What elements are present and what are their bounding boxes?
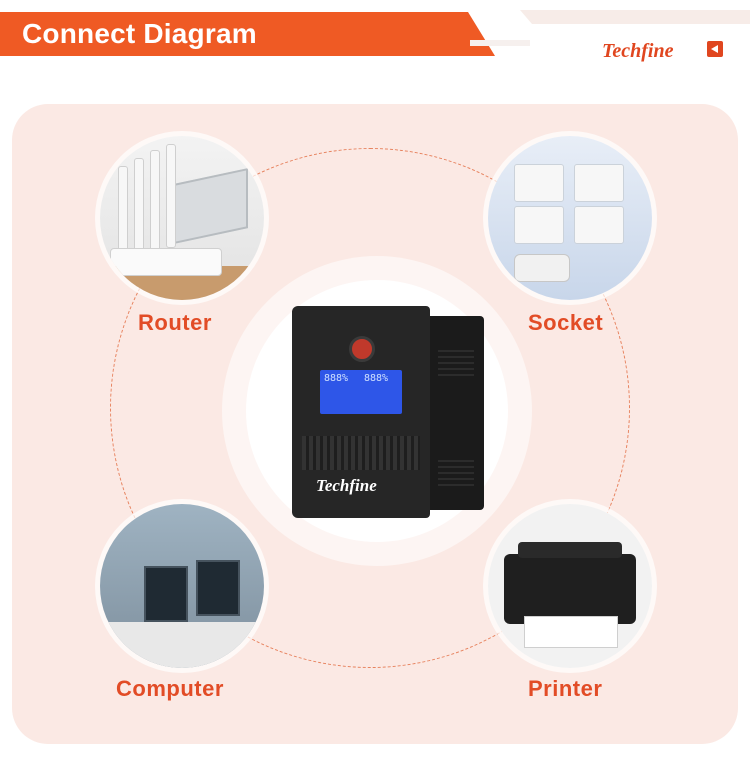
device-label-printer: Printer: [528, 676, 603, 701]
page-title: Connect Diagram: [22, 18, 257, 49]
paper-icon: [524, 616, 618, 648]
header-decoration: [520, 10, 750, 24]
device-label-computer: Computer: [116, 676, 224, 701]
header-decoration-line: [470, 40, 530, 46]
socket-icon: [514, 206, 564, 244]
ups-lcd-display: 888% 888%: [320, 370, 402, 414]
computer-image: [100, 504, 264, 668]
device-label-router: Router: [138, 310, 212, 335]
ups-side-vent: [438, 456, 474, 486]
printer-icon: [504, 554, 636, 624]
lcd-right-readout: 888%: [364, 373, 389, 384]
router-image: [100, 136, 264, 300]
switch-icon: [514, 164, 564, 202]
antenna-icon: [150, 150, 160, 254]
brand-logo-text: Techfine: [602, 40, 674, 62]
play-left-icon: [707, 41, 723, 57]
lcd-left-readout: 888%: [324, 373, 349, 384]
ups-front-vent: [302, 436, 420, 470]
device-label-socket: Socket: [528, 310, 604, 335]
monitor-icon: [196, 560, 240, 616]
telephone-icon: [514, 254, 570, 282]
socket-icon: [574, 206, 624, 244]
monitor-icon: [144, 566, 188, 622]
printer-image: [488, 504, 652, 668]
antenna-icon: [166, 144, 176, 248]
router-icon: [110, 248, 222, 276]
power-button-icon: [349, 336, 375, 362]
socket-image: [488, 136, 652, 300]
antenna-icon: [134, 158, 144, 262]
title-banner: [0, 12, 495, 56]
ups-side-vent: [438, 346, 474, 376]
ups-brand-text: Techfine: [316, 476, 377, 495]
connection-ring: [110, 148, 630, 668]
switch-icon: [574, 164, 624, 202]
